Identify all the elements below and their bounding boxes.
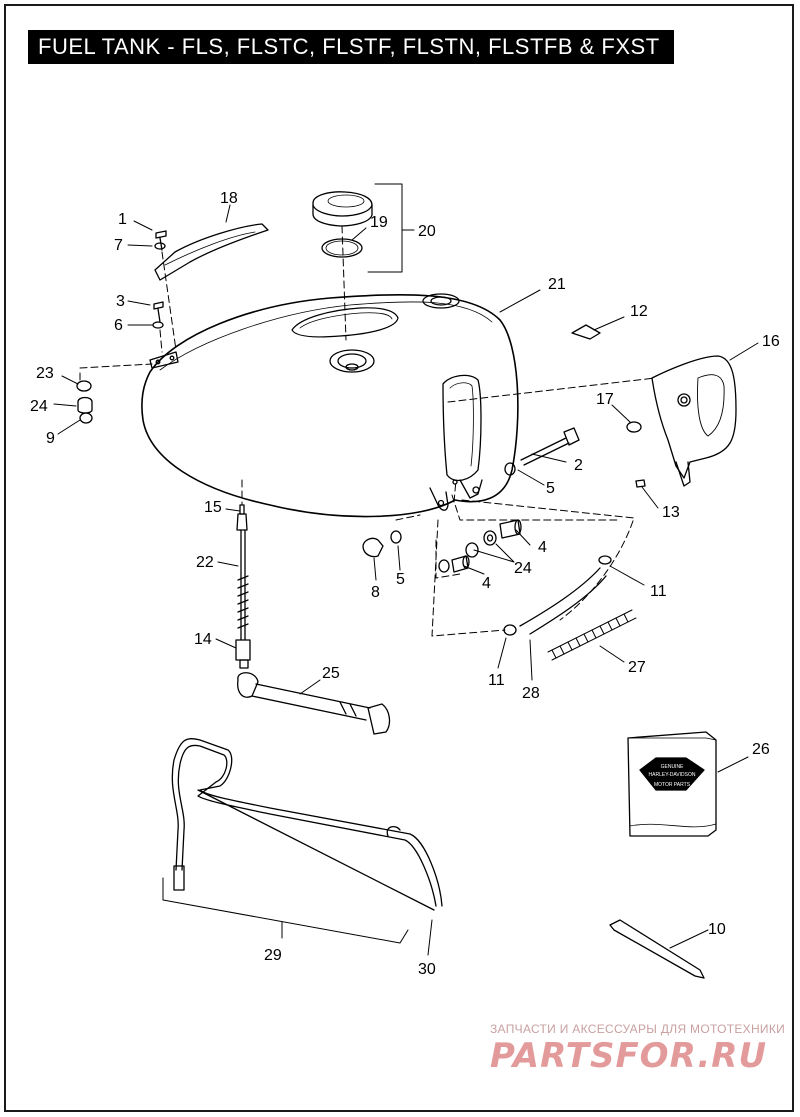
front-bushing[interactable] [77,396,93,414]
callout-28: 28 [522,685,540,702]
fuel-tank[interactable] [141,293,519,518]
callout-23: 23 [36,365,54,382]
page-title: FUEL TANK - FLS, FLSTC, FLSTF, FLSTN, FL… [28,30,674,64]
callout-15: 15 [204,499,222,516]
vent-hose[interactable] [503,555,612,636]
box-emblem-line1: GENUINE [661,764,684,770]
fuel-sender[interactable] [235,504,251,669]
fuel-line[interactable] [237,672,391,735]
tank-strap[interactable] [609,919,705,979]
washer[interactable] [390,530,402,544]
callout-11: 11 [650,583,667,600]
watermark-tagline: ЗАПЧАСТИ И АКСЕССУАРЫ ДЛЯ МОТОТЕХНИКИ [490,1022,786,1036]
callout-4: 4 [538,539,547,556]
screw[interactable] [635,479,646,488]
callout-19: 19 [370,214,388,231]
callout-10: 10 [708,921,726,938]
callout-17: 17 [596,391,614,408]
callout-4: 4 [482,575,491,592]
parts-package[interactable] [627,731,717,837]
washer[interactable] [152,321,164,329]
callout-27: 27 [628,659,646,676]
callout-22: 22 [196,554,214,571]
box-emblem-line2: HARLEY-DAVIDSON [649,772,696,778]
filler-cap-gasket[interactable] [321,238,363,258]
washer[interactable] [154,242,166,250]
callout-18: 18 [220,190,238,207]
callout-25: 25 [322,665,340,682]
clip-part[interactable] [571,324,601,340]
callout-5: 5 [396,571,405,588]
watermark-logo: PARTSFOR.RU [490,1036,768,1076]
spacers-bushings[interactable] [438,519,522,573]
acorn-nut[interactable] [362,537,384,558]
callout-8: 8 [371,584,380,601]
callout-14: 14 [194,631,212,648]
washer[interactable] [504,462,516,476]
side-cover[interactable] [651,355,737,487]
grommet[interactable] [626,421,642,433]
callout-5: 5 [546,480,555,497]
callout-6: 6 [114,317,123,334]
callout-30: 30 [418,961,436,978]
callout-12: 12 [630,303,648,320]
callout-16: 16 [762,333,780,350]
callout-7: 7 [114,237,123,254]
spring[interactable] [547,609,637,661]
screw[interactable] [153,301,164,323]
callout-24: 24 [514,560,532,577]
callout-21: 21 [548,276,566,293]
diagram-frame [4,4,794,1112]
callout-13: 13 [662,504,680,521]
callout-24: 24 [30,398,48,415]
wire-form[interactable] [171,737,443,911]
box-emblem-line3: MOTOR PARTS [654,782,691,788]
callout-26: 26 [752,741,770,758]
callout-2: 2 [574,457,583,474]
callout-1: 1 [118,211,127,228]
console-gasket[interactable] [154,223,269,281]
mounting-bolt[interactable] [520,427,580,466]
callout-9: 9 [46,430,55,447]
screw[interactable] [155,230,167,251]
front-nut[interactable] [79,412,93,424]
callout-3: 3 [116,293,125,310]
callout-29: 29 [264,947,282,964]
front-washer[interactable] [76,380,92,392]
filler-cap[interactable] [312,191,373,227]
callout-20: 20 [418,223,436,240]
callout-11: 11 [488,672,505,689]
